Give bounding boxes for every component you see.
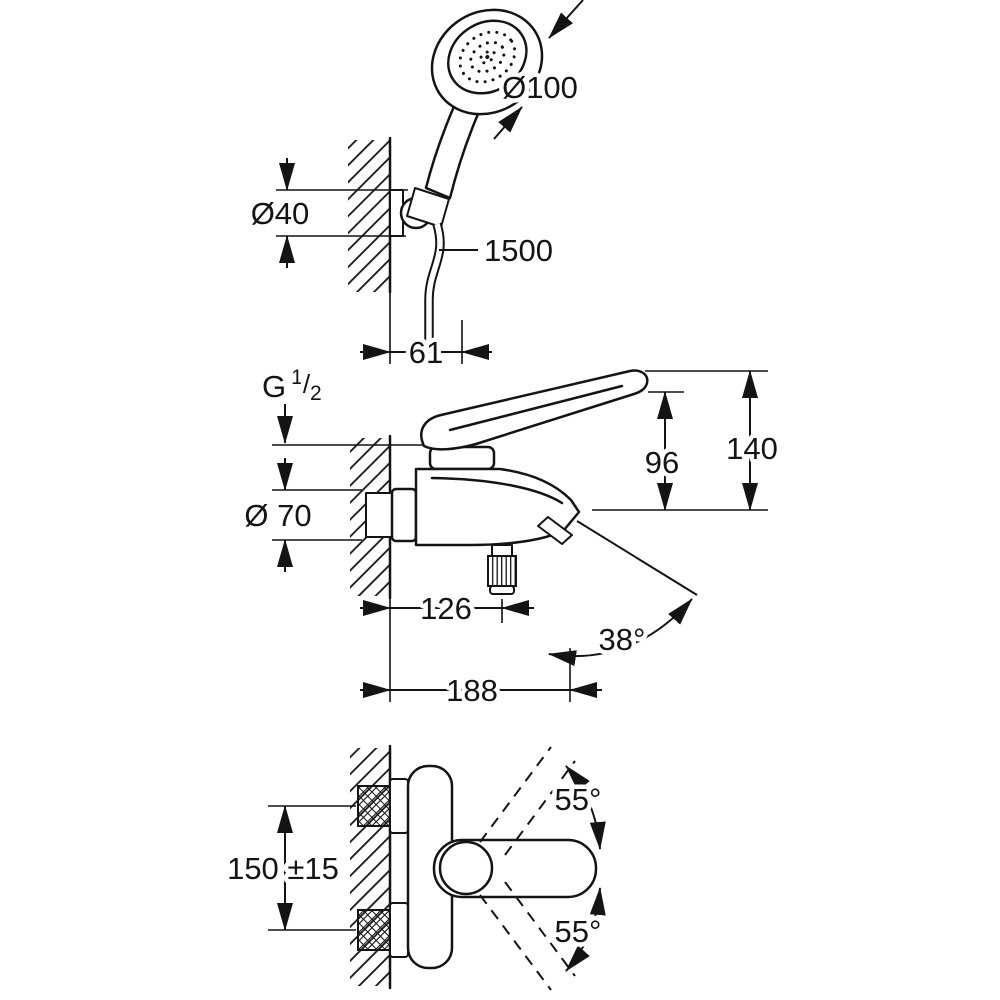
spray-nozzle-ring-inner [478, 49, 496, 65]
dim-spout-angle: 38° [548, 520, 698, 667]
lever-swing-envelope [479, 746, 576, 991]
dim-total-height-label: 140 [726, 431, 778, 466]
hand-shower-view: Ø100 Ø40 1500 61 [246, 0, 584, 375]
dim-connection-distance: 150 ±15 [223, 805, 356, 931]
dim-spout-reach: 188 [360, 648, 602, 713]
upper-union [357, 785, 391, 827]
diverter-knob [487, 544, 517, 595]
lever-front [432, 838, 598, 899]
dim-lever-angle-down-label: 55° [555, 914, 602, 949]
mixer-body [414, 467, 581, 547]
dim-lever-angle-up-label: 55° [555, 782, 602, 817]
shower-hose [424, 222, 445, 347]
dim-escutcheon-diameter-label: Ø 70 [244, 498, 311, 533]
spray-nozzle-ring-outer [458, 30, 517, 84]
spray-nozzle-ring-mid [469, 40, 506, 74]
dim-lever-angle-up: 55° [550, 765, 606, 850]
dim-head-diameter-label: Ø100 [502, 70, 578, 105]
dim-holder-diameter-label: Ø40 [251, 196, 310, 231]
dim-connection-distance-label: 150 ±15 [227, 851, 339, 886]
shower-handle [424, 102, 480, 200]
lower-escutcheon [389, 902, 409, 958]
dim-lever-angle-down: 55° [550, 887, 606, 972]
wall-hatch [348, 140, 390, 292]
front-view: 55° 55° 150 ±15 [223, 744, 606, 991]
lower-union [357, 909, 391, 951]
spray-center-dot [485, 55, 490, 60]
lever-handle [420, 369, 649, 451]
s-union [365, 492, 393, 538]
dim-diverter-offset-label: 126 [420, 591, 472, 626]
dim-spout-angle-label: 38° [599, 622, 646, 657]
dim-body-height-label: 96 [645, 445, 679, 480]
upper-escutcheon [389, 778, 409, 834]
dim-diverter-offset: 126 [360, 587, 534, 631]
dim-escutcheon-diameter: Ø 70 [240, 458, 362, 572]
lever-boss [438, 840, 494, 896]
dim-head-diameter: Ø100 [493, 0, 584, 140]
dim-spout-reach-label: 188 [446, 673, 498, 708]
dim-holder-diameter: Ø40 [246, 158, 408, 268]
dim-holder-offset-label: 61 [409, 335, 443, 370]
escutcheon [390, 487, 418, 543]
aerator [537, 516, 573, 545]
dim-holder-offset: 61 [360, 320, 492, 375]
dim-hose-length: 1500 [439, 229, 557, 273]
shower-head [430, 8, 544, 116]
dim-body-height: 96 [640, 391, 684, 511]
dim-total-height: 140 [645, 370, 782, 511]
dim-hose-length-label: 1500 [484, 233, 553, 268]
